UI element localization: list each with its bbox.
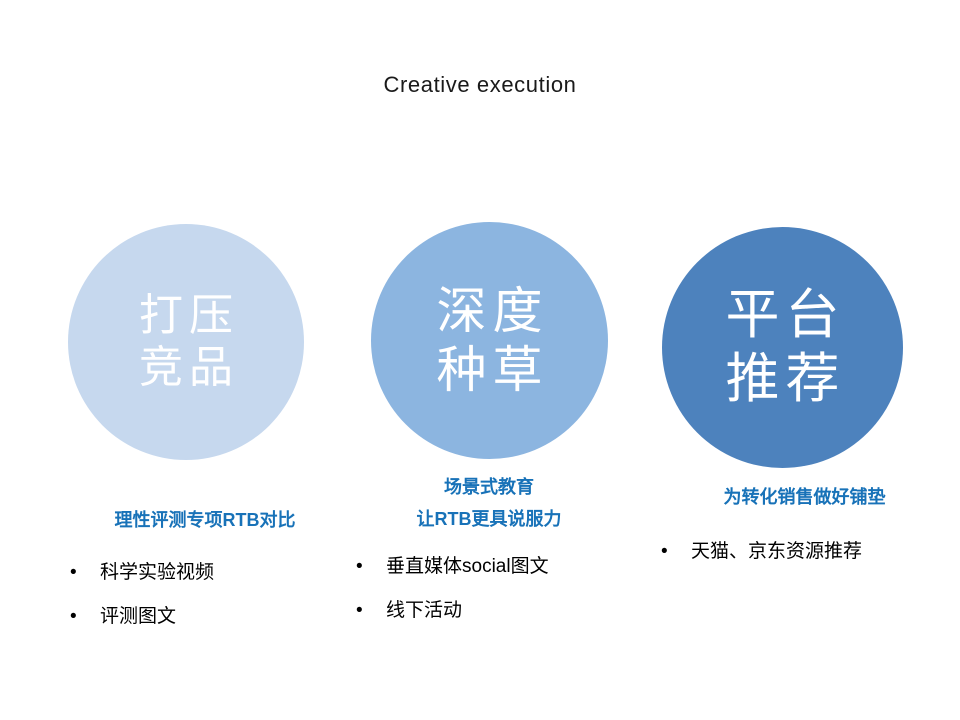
list-item: • 线下活动	[356, 599, 650, 623]
concept-circle-3-line-2: 推荐	[725, 348, 846, 409]
column-3-bullet-list: • 天猫、京东资源推荐	[645, 540, 960, 564]
list-item-label: 天猫、京东资源推荐	[691, 540, 863, 562]
content-column-2: 场景式教育 让RTB更具说服力 • 垂直媒体social图文 • 线下活动	[340, 472, 650, 644]
concept-circle-2-line-2: 种草	[436, 341, 549, 398]
content-column-1: 理性评测专项RTB对比 • 科学实验视频 • 评测图文	[46, 505, 346, 649]
bullet-dot-icon: •	[356, 556, 363, 577]
list-item-label: 科学实验视频	[100, 561, 215, 583]
bullet-dot-icon: •	[661, 540, 668, 562]
column-2-bullet-list: • 垂直媒体social图文 • 线下活动	[340, 555, 650, 624]
list-item-label: 垂直媒体social图文	[386, 556, 549, 577]
concept-circle-3-line-1: 平台	[725, 284, 846, 345]
bullet-dot-icon: •	[70, 561, 77, 583]
bullet-dot-icon: •	[356, 600, 363, 622]
content-column-3: 为转化销售做好铺垫 • 天猫、京东资源推荐	[645, 482, 960, 584]
list-item: • 垂直媒体social图文	[356, 555, 650, 579]
column-2-caption-block: 场景式教育 让RTB更具说服力	[340, 472, 650, 535]
concept-circle-1-line-1: 打压	[139, 291, 239, 341]
column-3-caption-line-1: 为转化销售做好铺垫	[723, 487, 886, 507]
concept-circle-1-line-2: 竞品	[139, 343, 239, 392]
list-item-label: 线下活动	[386, 600, 463, 622]
page-title: Creative execution	[383, 72, 577, 97]
list-item: • 科学实验视频	[70, 561, 346, 585]
bullet-dot-icon: •	[70, 605, 77, 627]
column-3-caption-block: 为转化销售做好铺垫	[645, 482, 960, 514]
list-item: • 评测图文	[70, 605, 346, 629]
concept-circle-3[interactable]: 平台 推荐	[662, 227, 903, 468]
column-2-caption-line-1: 场景式教育	[444, 477, 534, 497]
column-1-caption-block: 理性评测专项RTB对比	[46, 505, 346, 537]
concept-circle-2-line-1: 深度	[436, 282, 549, 339]
column-1-caption-line-1: 理性评测专项RTB对比	[114, 510, 296, 530]
concept-circle-2[interactable]: 深度 种草	[371, 222, 608, 459]
column-1-bullet-list: • 科学实验视频 • 评测图文	[46, 561, 346, 630]
column-2-caption-line-2: 让RTB更具说服力	[416, 508, 562, 529]
list-item: • 天猫、京东资源推荐	[661, 540, 960, 564]
concept-circle-1[interactable]: 打压 竞品	[68, 224, 304, 460]
list-item-label: 评测图文	[100, 605, 177, 627]
